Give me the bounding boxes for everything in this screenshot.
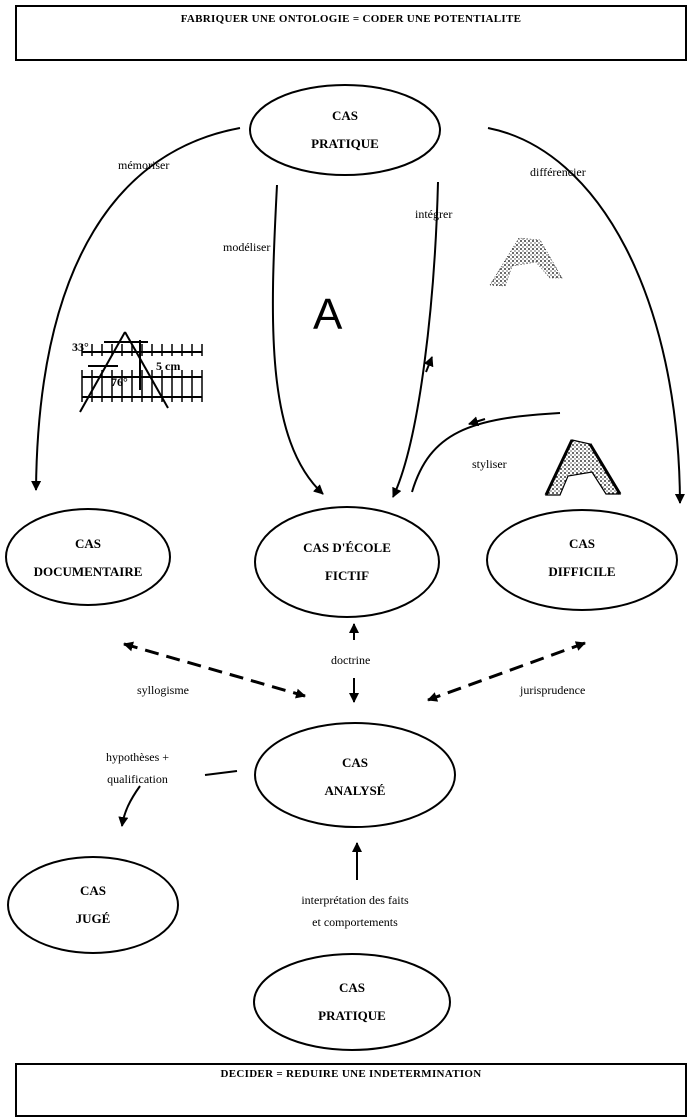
node-analyzed-line1: CAS bbox=[341, 755, 368, 770]
arrow-differentiate bbox=[487, 127, 685, 504]
footer-title: DECIDER = REDUIRE UNE INDETERMINATION bbox=[220, 1068, 482, 1080]
length-5cm-label: 5 cm bbox=[156, 359, 181, 373]
node-school-shape bbox=[254, 506, 440, 618]
node-practical-top: CAS PRATIQUE bbox=[270, 102, 420, 158]
arrow-integrate bbox=[392, 181, 439, 498]
label-interpretation-line1: interprétation des faits bbox=[301, 893, 409, 907]
label-interpretation: interprétation des faits et comportement… bbox=[265, 889, 445, 933]
label-model: modéliser bbox=[223, 240, 271, 254]
label-stylize: styliser bbox=[472, 457, 507, 471]
arrow-model bbox=[271, 184, 324, 495]
label-doctrine: doctrine bbox=[331, 653, 371, 667]
label-integrate: intégrer bbox=[415, 207, 453, 221]
node-practical-bottom-line2: PRATIQUE bbox=[318, 1008, 386, 1023]
link-hypotheses bbox=[204, 770, 238, 776]
node-analyzed: CAS ANALYSÉ bbox=[275, 749, 435, 805]
node-difficult-shape bbox=[486, 509, 678, 611]
node-analyzed-line2: ANALYSÉ bbox=[324, 783, 386, 798]
label-hypotheses-line2: qualification bbox=[107, 772, 168, 786]
dotted-a-icon-bottom bbox=[544, 439, 622, 496]
node-judged: CAS JUGÉ bbox=[18, 877, 168, 933]
node-documentary-line1: CAS bbox=[74, 536, 101, 551]
label-memorize: mémoriser bbox=[118, 158, 170, 172]
node-practical-bottom-line1: CAS bbox=[338, 980, 365, 995]
footer-box: DECIDER = REDUIRE UNE INDETERMINATION bbox=[15, 1063, 687, 1117]
node-practical-top-shape bbox=[249, 84, 441, 176]
node-school-line1: CAS D'ÉCOLE bbox=[303, 540, 391, 555]
arrow-syllogism bbox=[123, 641, 306, 699]
node-school-line2: FICTIF bbox=[324, 568, 370, 583]
node-difficult: CAS DIFFICILE bbox=[507, 530, 657, 586]
node-judged-line1: CAS bbox=[79, 883, 106, 898]
node-documentary-line2: DOCUMENTAIRE bbox=[33, 564, 143, 579]
node-practical-top-line1: CAS bbox=[331, 108, 358, 123]
arrow-jurisprudence bbox=[427, 641, 586, 702]
header-box: FABRIQUER UNE ONTOLOGIE = CODER UNE POTE… bbox=[15, 5, 687, 61]
node-practical-bottom: CAS PRATIQUE bbox=[277, 974, 427, 1030]
arrow-stylize-mid-mark bbox=[468, 416, 486, 427]
label-hypotheses-line1: hypothèses + bbox=[105, 750, 170, 764]
node-practical-bottom-shape bbox=[253, 953, 451, 1051]
node-documentary: CAS DOCUMENTAIRE bbox=[8, 530, 168, 586]
label-syllogism: syllogisme bbox=[137, 683, 190, 697]
label-differentiate: différencier bbox=[530, 165, 586, 179]
node-documentary-shape bbox=[5, 508, 171, 606]
grid-measure-icon bbox=[79, 331, 203, 413]
arrow-integrate-mid-mark bbox=[424, 356, 434, 373]
node-difficult-line2: DIFFICILE bbox=[548, 564, 616, 579]
node-analyzed-shape bbox=[254, 722, 456, 828]
arrow-stylize bbox=[411, 412, 561, 493]
angle-33-label: 33° bbox=[72, 340, 89, 354]
dotted-a-icon-top bbox=[489, 237, 563, 287]
letter-a-symbol: A bbox=[313, 290, 343, 339]
label-interpretation-line2: et comportements bbox=[312, 915, 398, 929]
arrow-memorize bbox=[31, 127, 241, 491]
header-title: FABRIQUER UNE ONTOLOGIE = CODER UNE POTE… bbox=[180, 13, 522, 25]
node-judged-shape bbox=[7, 856, 179, 954]
node-judged-line2: JUGÉ bbox=[75, 911, 111, 926]
arrow-hypotheses bbox=[118, 785, 141, 827]
node-practical-top-line2: PRATIQUE bbox=[311, 136, 379, 151]
node-difficult-line1: CAS bbox=[568, 536, 595, 551]
node-school: CAS D'ÉCOLE FICTIF bbox=[262, 534, 432, 590]
label-hypotheses: hypothèses + qualification bbox=[75, 746, 200, 790]
label-jurisprudence: jurisprudence bbox=[520, 683, 586, 697]
angle-76-label: 76° bbox=[111, 375, 128, 389]
